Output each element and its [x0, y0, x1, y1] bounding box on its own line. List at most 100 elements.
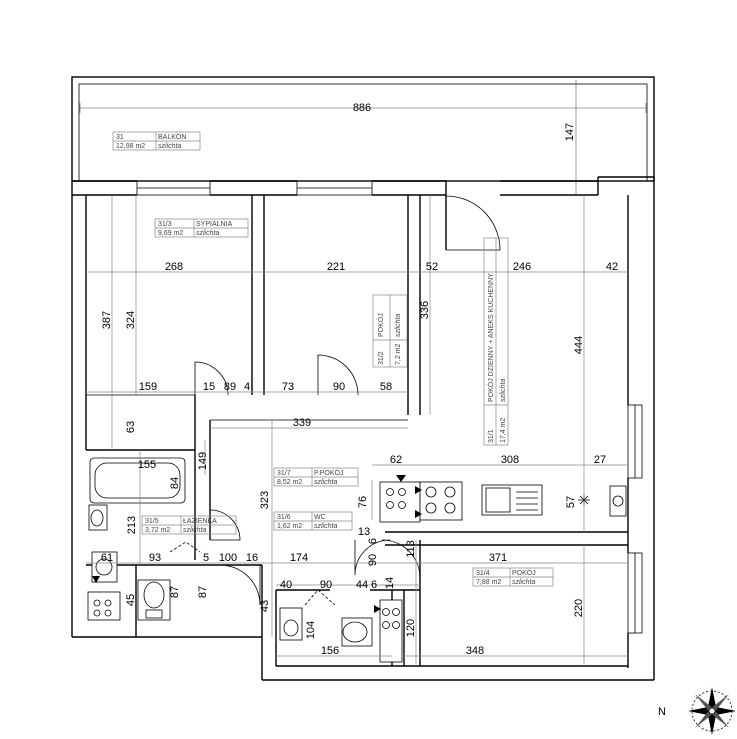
dim-4: 4 [244, 381, 250, 393]
dim-15: 15 [203, 381, 215, 393]
dim-6-b: 6 [371, 579, 377, 591]
toilet-icon [137, 579, 171, 621]
door-swing-icon [209, 509, 241, 541]
dim-89: 89 [224, 381, 236, 393]
dim-room2-width: 221 [327, 261, 345, 273]
dim-44: 44 [356, 579, 368, 591]
door-swing-icon [354, 539, 391, 576]
room-area: 7,2 m2 [395, 343, 402, 365]
dim-62: 62 [390, 454, 402, 466]
dim-40: 40 [280, 579, 292, 591]
dim-living-right: 42 [606, 261, 618, 273]
dim-6: 6 [367, 538, 379, 544]
room-finish: szlichta [196, 230, 219, 237]
dim-339: 339 [293, 417, 311, 429]
dim-5: 5 [203, 552, 209, 564]
room-finish: szlichta [395, 314, 402, 337]
dim-13: 13 [358, 526, 370, 538]
dim-308: 308 [501, 454, 519, 466]
room-label-sypialnia: 31/3 SYPIALNIA 9,69 m2 szlichta [154, 218, 249, 238]
room-label-pokoj4: 31/4 POKÓJ 7,88 m2 szlichta [472, 567, 554, 587]
dim-balcony-width: 886 [353, 102, 371, 114]
room-id: 31/6 [277, 514, 291, 521]
room-area: 9,69 m2 [158, 230, 183, 237]
room-finish: szlichta [314, 479, 337, 486]
room-finish: szlichta [512, 579, 535, 586]
door-swing-icon [169, 541, 201, 553]
dim-159: 159 [139, 381, 157, 393]
door-swing-icon [219, 564, 261, 606]
room-finish: szlichta [314, 523, 337, 530]
dim-174: 174 [290, 552, 308, 564]
room-label-ppokoj: 31/7 P.POKÓJ 8,52 m2 szlichta [273, 467, 359, 487]
room-finish: szlichta [158, 143, 181, 150]
room-id: 31/4 [476, 570, 490, 577]
door-swing-icon [445, 195, 501, 251]
dim-100: 100 [219, 552, 237, 564]
room-id: 31/2 [378, 351, 385, 365]
dim-bedroom-width: 268 [165, 261, 183, 273]
dim-room2-height: 336 [419, 301, 431, 319]
outer-walls [71, 176, 655, 681]
door-swing-icon [194, 361, 229, 396]
dim-living-width: 246 [513, 261, 531, 273]
dim-90-a: 90 [333, 381, 345, 393]
washing-machine-icon [87, 591, 121, 621]
room-id: 31 [116, 134, 124, 141]
stove-icon [419, 481, 463, 521]
dim-57: 57 [565, 496, 577, 508]
room-id: 31/5 [145, 518, 159, 525]
dim-87-a: 87 [169, 586, 181, 598]
room-label-wc: 31/6 WC 1,62 m2 szlichta [273, 511, 353, 531]
room-id: 31/7 [277, 470, 291, 477]
room-area: 12,98 m2 [116, 143, 145, 150]
room-name: P.POKÓJ [314, 468, 343, 477]
dim-hall-gap: 52 [426, 261, 438, 273]
dim-90-c: 90 [320, 579, 332, 591]
room-name: BALKON [158, 134, 186, 141]
dim-61: 61 [101, 552, 113, 564]
dim-323: 323 [259, 491, 271, 509]
room-name: POKÓJ DZIENNY + ANEKS KUCHENNY [486, 273, 495, 402]
dim-93: 93 [149, 552, 161, 564]
compass-rose-icon [688, 687, 736, 735]
dim-90-b: 90 [367, 554, 379, 566]
kitchen-sink-icon [481, 484, 543, 516]
dim-120: 120 [405, 619, 417, 637]
door-swing-icon [381, 539, 421, 579]
dimension-labels: 886 147 268 221 52 246 42 387 324 336 44… [101, 102, 618, 657]
room-area: 17,4 m2 [500, 418, 507, 443]
room-label-pokoj2: 31/2 POKÓJ 7,2 m2 szlichta [372, 294, 408, 368]
dim-84: 84 [169, 477, 181, 489]
room-name: SYPIALNIA [196, 221, 233, 228]
room-label-dzienny: 31/1 POKÓJ DZIENNY + ANEKS KUCHENNY 17,4… [483, 237, 509, 446]
room-id: 31/3 [158, 221, 172, 228]
room-area: 3,72 m2 [145, 527, 170, 534]
room-area: 1,62 m2 [277, 523, 302, 530]
room-label-balkon: 31 BALKON 12,98 m2 szlichta [112, 131, 201, 151]
room-area: 8,52 m2 [277, 479, 302, 486]
dim-63: 63 [125, 421, 137, 433]
dim-16: 16 [246, 552, 258, 564]
dim-155: 155 [138, 459, 156, 471]
room-name: POKÓJ [512, 568, 536, 577]
dim-bedroom-height: 387 [101, 311, 113, 329]
dim-220: 220 [573, 599, 585, 617]
dim-113: 113 [405, 540, 417, 558]
dim-76: 76 [357, 496, 369, 508]
room-label-lazienka: 31/5 ŁAZIENKA 3,72 m2 szlichta [141, 515, 237, 535]
sink-icon [279, 607, 303, 641]
bathtub-icon [89, 457, 186, 504]
dimension-lines [86, 195, 628, 666]
room-name: POKÓJ [376, 313, 385, 337]
door-swing-icon [317, 354, 359, 396]
fixtures [87, 457, 627, 663]
dim-149: 149 [197, 452, 209, 470]
door-swing-icon [304, 589, 336, 606]
dim-371: 371 [489, 552, 507, 564]
dim-104: 104 [305, 621, 317, 639]
room-name: ŁAZIENKA [183, 518, 217, 525]
room-area: 7,88 m2 [476, 579, 501, 586]
